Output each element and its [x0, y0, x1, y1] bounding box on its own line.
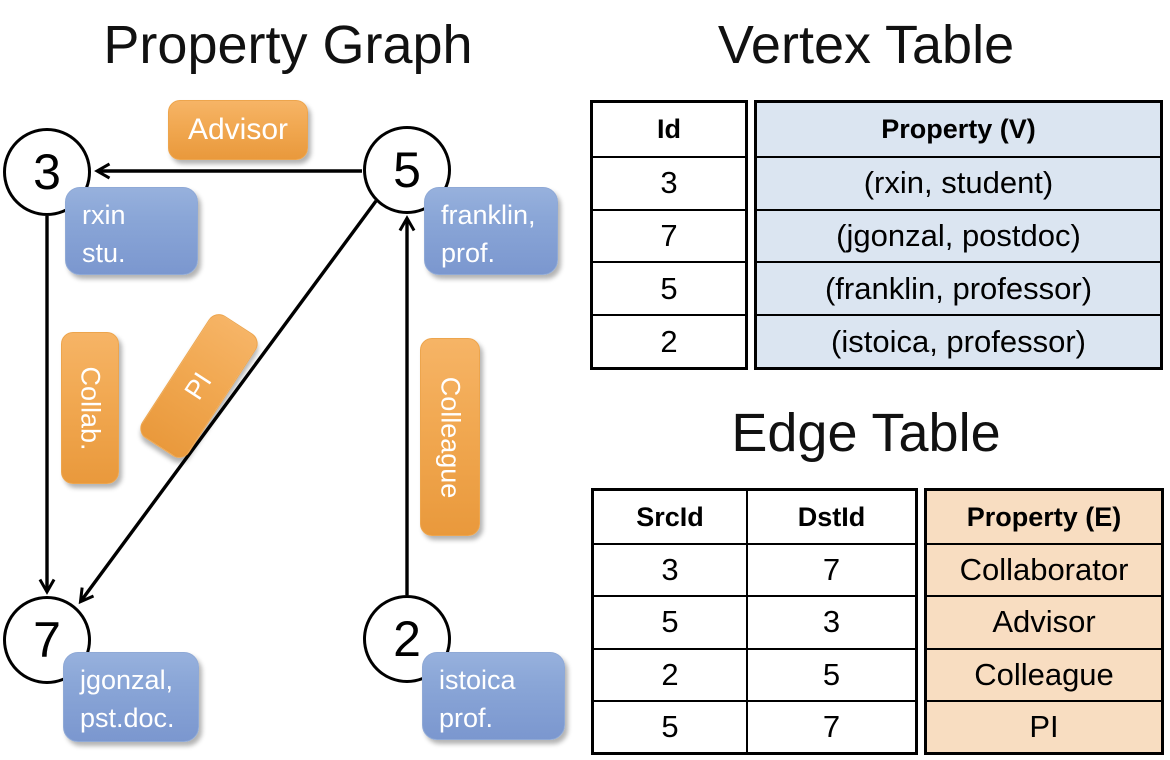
property-graph-title: Property Graph	[103, 15, 473, 75]
edge-table-row-property: Collaborator	[927, 543, 1161, 596]
edge-5-to-7-pi	[78, 199, 378, 605]
edge-table-row-src: 5	[594, 595, 746, 647]
edge-table-row-src: 2	[594, 647, 746, 700]
edge-table-row-dst: 7	[746, 543, 915, 596]
vertex-property-box-franklin: franklin, prof.	[424, 187, 558, 275]
edge-table-property-header: Property (E)	[927, 491, 1161, 544]
node-7-id: 7	[33, 612, 61, 668]
vertex-table-row-property: (rxin, student)	[757, 155, 1160, 209]
edge-table-row-property: Colleague	[927, 647, 1161, 700]
vertex-table-row-property: (istoica, professor)	[757, 314, 1160, 367]
vertex-table-id-header: Id	[657, 113, 681, 144]
vertex-property-box-istoica: istoica prof.	[422, 652, 565, 740]
vertex-table-row-property: (jgonzal, postdoc)	[757, 208, 1160, 262]
edge-label-collab-text: Collab.	[75, 365, 106, 451]
edge-table-dstid-header: DstId	[746, 491, 915, 544]
edge-label-colleague-text: Colleague	[435, 376, 466, 498]
edge-label-advisor: Advisor	[168, 100, 308, 160]
edge-label-advisor-text: Advisor	[187, 113, 289, 146]
vertex-table-row-id: 3	[593, 155, 745, 209]
edge-table-title: Edge Table	[731, 403, 1001, 463]
edge-table-property-column: Property (E) Collaborator Advisor Collea…	[924, 488, 1164, 755]
graph-edges	[38, 162, 416, 605]
node-3-id: 3	[33, 144, 61, 200]
edge-table-row-dst: 3	[746, 595, 915, 648]
edge-label-collab: Collab.	[61, 332, 119, 484]
edge-table-row-src: 3	[594, 543, 746, 595]
vertex-property-box-jgonzal: jgonzal, pst.doc.	[63, 652, 199, 742]
vertex-table-row-property: (franklin, professor)	[757, 261, 1160, 315]
edge-table-srcid-header: SrcId	[636, 501, 704, 532]
vertex-property-box-rxin: rxin stu.	[65, 187, 198, 275]
edge-label-colleague: Colleague	[420, 338, 480, 536]
edge-label-pi-text: PI	[179, 366, 219, 405]
graph-node-2: 2	[363, 595, 451, 683]
edge-table-row-dst: 5	[746, 647, 915, 700]
node-2-id: 2	[393, 611, 421, 667]
vertex-table-row-id: 7	[593, 208, 745, 262]
vertex-table-property-header: Property (V)	[757, 103, 1160, 156]
vertex-table-row-id: 5	[593, 261, 745, 314]
node-5-id: 5	[393, 142, 421, 198]
edge-table-row-dst: 7	[746, 699, 915, 752]
vertex-table-id-column: Id 3 7 5 2	[590, 100, 748, 370]
edge-table-row-src: 5	[594, 699, 746, 752]
graph-node-5: 5	[363, 126, 451, 214]
edge-table-id-columns: SrcId DstId 3 7 5 3 2 5 5 7	[591, 488, 918, 755]
vertex-table-property-column: Property (V) (rxin, student) (jgonzal, p…	[754, 100, 1163, 370]
edge-table-row-property: Advisor	[927, 595, 1161, 648]
vertex-table-title: Vertex Table	[717, 15, 1015, 75]
edge-table-row-property: PI	[927, 699, 1161, 752]
vertex-table-row-id: 2	[593, 314, 745, 367]
